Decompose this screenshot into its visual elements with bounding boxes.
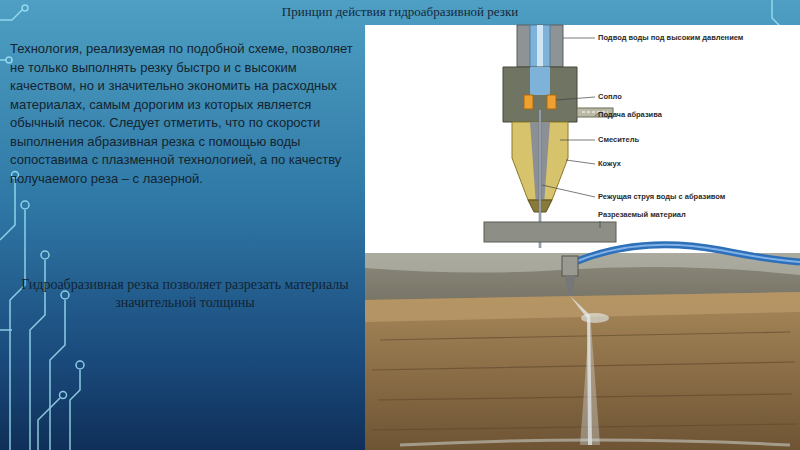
part-label: Сопло (598, 92, 622, 101)
part-label: Кожух (598, 159, 621, 168)
part-label: Смеситель (598, 135, 639, 144)
photo-cutting (365, 245, 800, 450)
slide-title: Принцип действия гидроабразивной резки (150, 4, 650, 20)
diagram-panel (365, 25, 800, 253)
part-label: Подача абразива (598, 110, 662, 119)
part-label: Разрезаемый материал (598, 210, 686, 219)
part-label: Подвод воды под высоким давлением (598, 33, 743, 42)
part-label: Режущая струя воды с абразивом (598, 192, 725, 201)
note-text: Гидроабразивная резка позволяет разрезат… (15, 276, 355, 312)
body-text: Технология, реализуемая по подобной схем… (10, 40, 358, 188)
nozzle-drawing (484, 25, 616, 248)
